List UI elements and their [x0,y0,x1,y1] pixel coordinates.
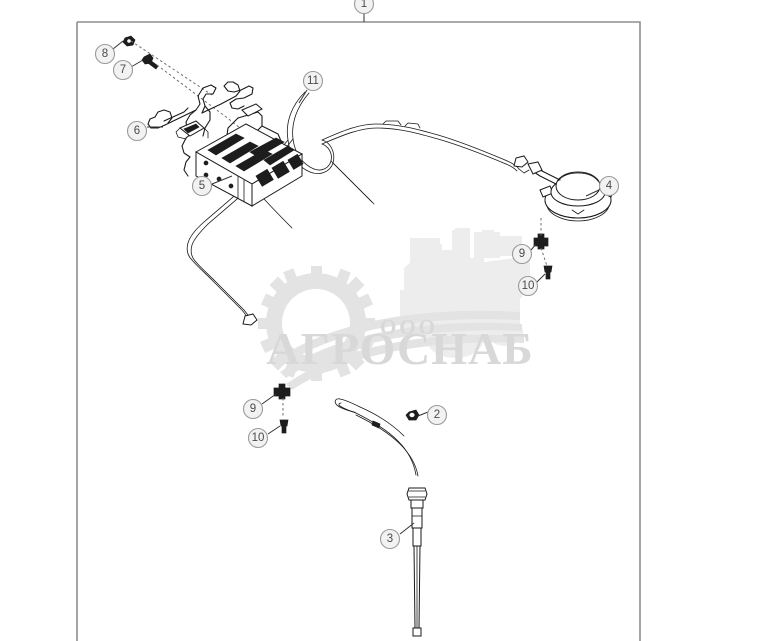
callout-10-upper-leader [536,273,546,283]
part-9-clamp-lower [273,383,291,400]
callout-10-lower[interactable]: 10 [247,427,269,449]
callout-6[interactable]: 6 [126,120,148,142]
callout-9-lower-leader [261,393,277,405]
part-10-bolt-lower [279,419,289,434]
watermark-line-small: ООО [380,315,438,339]
part-9-10-dash-upper [540,247,548,267]
diagram-frame [76,21,641,641]
callout-9-upper[interactable]: 9 [511,243,533,265]
callout-2-leader [417,411,429,417]
watermark-line-main: АГРОСНАБ [266,323,533,374]
callout-1[interactable]: 1 [353,0,375,15]
part-10-bolt-upper [543,265,553,280]
part-6-bracket [147,81,254,177]
field-swoosh-icon [276,310,524,390]
callout-11[interactable]: 11 [302,70,324,92]
callout-9-upper-label: 9 [519,248,525,260]
callout-5-circle[interactable] [191,175,213,197]
callout-8-leader [112,40,124,50]
watermark-logo: ООО АГРОСНАБ [258,228,533,390]
callout-10-upper-label: 10 [522,280,535,292]
callout-9-upper-leader [530,243,537,251]
callout-1-circle[interactable] [353,0,375,15]
part-8-assembly-dash [130,40,213,96]
callout-8[interactable]: 8 [94,43,116,65]
part-8-washer [122,35,136,47]
callout-4[interactable]: 4 [598,175,620,197]
callout-6-label: 6 [134,125,140,137]
callout-5-leader [211,175,233,185]
part-4-speaker [527,161,615,222]
callout-10-lower-label: 10 [252,432,265,444]
callout-6-circle[interactable] [126,120,148,142]
callout-11-label: 11 [307,75,319,87]
callout-11-circle[interactable] [302,70,324,92]
part-7-screw [141,53,159,70]
callout-2[interactable]: 2 [426,404,448,426]
callout-3[interactable]: 3 [379,528,401,550]
callout-9-upper-circle[interactable] [511,243,533,265]
callout-10-upper-circle[interactable] [517,275,539,297]
callout-7-label: 7 [120,64,126,76]
callout-5-label: 5 [199,180,205,192]
callout-11-leader [298,89,308,104]
part-3-cable-assembly [334,398,428,637]
part-7-assembly-dash [156,64,256,141]
callout-9-lower-circle[interactable] [242,398,264,420]
callout-10-upper[interactable]: 10 [517,275,539,297]
callout-2-label: 2 [434,409,440,421]
callout-4-circle[interactable] [598,175,620,197]
part-9-clamp-upper [533,233,549,250]
callout-9-lower-label: 9 [250,403,256,415]
callout-5[interactable]: 5 [191,175,213,197]
callout-10-lower-circle[interactable] [247,427,269,449]
callout-3-circle[interactable] [379,528,401,550]
callout-8-circle[interactable] [94,43,116,65]
callout-9-lower[interactable]: 9 [242,398,264,420]
callout-1-label: 1 [361,0,367,10]
callout-3-leader [399,522,415,535]
callout-3-label: 3 [387,533,393,545]
callout-7[interactable]: 7 [112,59,134,81]
callout-7-leader [130,59,144,68]
callout-4-label: 4 [606,180,613,192]
callout-4-leader [585,189,600,197]
callout-8-label: 8 [102,48,108,60]
callout-7-circle[interactable] [112,59,134,81]
part-2-nut [405,409,420,421]
callout-10-lower-leader [267,425,281,435]
callout-2-circle[interactable] [426,404,448,426]
